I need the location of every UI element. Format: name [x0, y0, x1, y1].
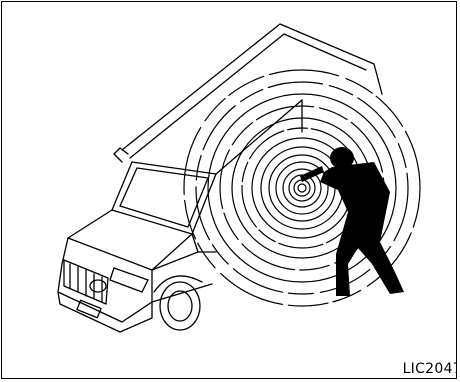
figure-code-label: LIC2047: [403, 361, 457, 377]
intruder-silhouette: [300, 147, 404, 296]
illustration: [2, 2, 457, 379]
